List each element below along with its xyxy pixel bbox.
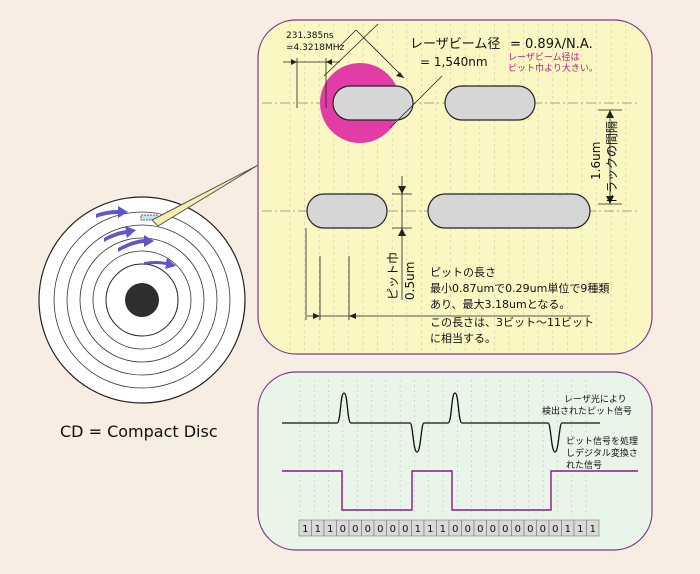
bit-value: 0 bbox=[490, 524, 496, 535]
digital-signal-label: ピット信号を処理 bbox=[566, 435, 638, 447]
compact-disc bbox=[38, 196, 246, 404]
raw-signal-label: レーザ光により bbox=[564, 393, 627, 405]
pit bbox=[427, 193, 591, 229]
rotation-arrow-icon bbox=[144, 258, 176, 269]
disc-track-ring bbox=[66, 224, 218, 376]
disc-caption: CD = Compact Disc bbox=[60, 422, 218, 441]
pit-width-label: ピット巾 bbox=[386, 252, 400, 300]
pit-length-text: ピットの長さ 最小0.87umで0.29um単位で9種類 あり、最大3.18um… bbox=[430, 266, 609, 345]
bit-value: 1 bbox=[327, 524, 333, 535]
beam-formula: = 0.89λ/N.A. bbox=[510, 37, 593, 52]
bit-value: 0 bbox=[465, 524, 471, 535]
track-pitch-label: トラックの間隔 bbox=[605, 121, 619, 205]
disc-track-ring bbox=[79, 237, 205, 363]
beam-note: ピット巾より大きい。 bbox=[508, 62, 598, 74]
beam-value: = 1,540nm bbox=[420, 55, 488, 69]
bit-value: 0 bbox=[540, 524, 546, 535]
pit-length-line: 最小0.87umで0.29um単位で9種類 bbox=[430, 281, 609, 295]
pit-length-line: この長さは、3ビット〜11ビット bbox=[430, 316, 594, 329]
digital-signal-label: れた信号 bbox=[566, 459, 602, 471]
pit bbox=[444, 85, 536, 121]
bit-value: 1 bbox=[302, 524, 308, 535]
bit-value: 0 bbox=[402, 524, 408, 535]
bit-value: 1 bbox=[590, 524, 596, 535]
dimension-arrowheads bbox=[396, 72, 404, 78]
beam-diameter-dimension bbox=[323, 23, 443, 129]
timing-ns: 231.385ns bbox=[286, 31, 334, 41]
bit-value: 1 bbox=[440, 524, 446, 535]
bit-value: 0 bbox=[477, 524, 483, 535]
digital-signal bbox=[282, 470, 638, 511]
bit-value: 0 bbox=[365, 524, 371, 535]
raw-signal-label: 検出されたピット信号 bbox=[542, 405, 632, 417]
raw-pit-signal bbox=[282, 392, 600, 453]
bit-value: 0 bbox=[377, 524, 383, 535]
pit-width-value: 0.5um bbox=[403, 262, 417, 300]
rotation-arrow-icon bbox=[96, 206, 128, 218]
bit-value: 1 bbox=[565, 524, 571, 535]
bit-value: 0 bbox=[452, 524, 458, 535]
bit-cell bbox=[586, 519, 600, 537]
bit-value: 1 bbox=[577, 524, 583, 535]
timing-mhz: =4.3218MHz bbox=[286, 43, 345, 53]
bit-value: 0 bbox=[515, 524, 521, 535]
bit-value: 0 bbox=[390, 524, 396, 535]
rotation-arrows bbox=[96, 206, 176, 269]
rotation-arrow-icon bbox=[104, 226, 136, 242]
disc-center-hole bbox=[125, 283, 159, 317]
bit-value: 0 bbox=[340, 524, 346, 535]
signal-panel-background bbox=[257, 371, 653, 551]
pit-length-line: ピットの長さ bbox=[430, 266, 496, 279]
beam-label: レーザビーム径 bbox=[410, 37, 500, 52]
bit-value: 1 bbox=[315, 524, 321, 535]
pit bbox=[306, 193, 388, 229]
beam-note: レーザビーム径は bbox=[508, 51, 580, 63]
digital-signal-label: しデジタル変換さ bbox=[566, 447, 638, 459]
bit-value: 1 bbox=[427, 524, 433, 535]
bit-value: 1 bbox=[415, 524, 421, 535]
track-pitch-value: 1.6um bbox=[589, 142, 603, 180]
signal-panel: レーザ光により 検出されたピット信号 ピット信号を処理 しデジタル変換さ れた信… bbox=[257, 371, 653, 551]
pit-detail-panel: 231.385ns =4.3218MHz レーザビーム径 = 0.89λ/N.A… bbox=[257, 19, 653, 355]
bit-value: 0 bbox=[352, 524, 358, 535]
pit-length-line: あり、最大3.18umとなる。 bbox=[430, 297, 570, 311]
disc-track-ring bbox=[53, 211, 231, 389]
bit-value: 0 bbox=[527, 524, 533, 535]
pit-length-line: に相当する。 bbox=[430, 331, 496, 345]
rotation-arrow-icon bbox=[118, 235, 154, 252]
bit-value: 0 bbox=[552, 524, 558, 535]
disc-track-ring bbox=[92, 250, 192, 350]
pit bbox=[332, 85, 414, 121]
bit-value: 0 bbox=[502, 524, 508, 535]
